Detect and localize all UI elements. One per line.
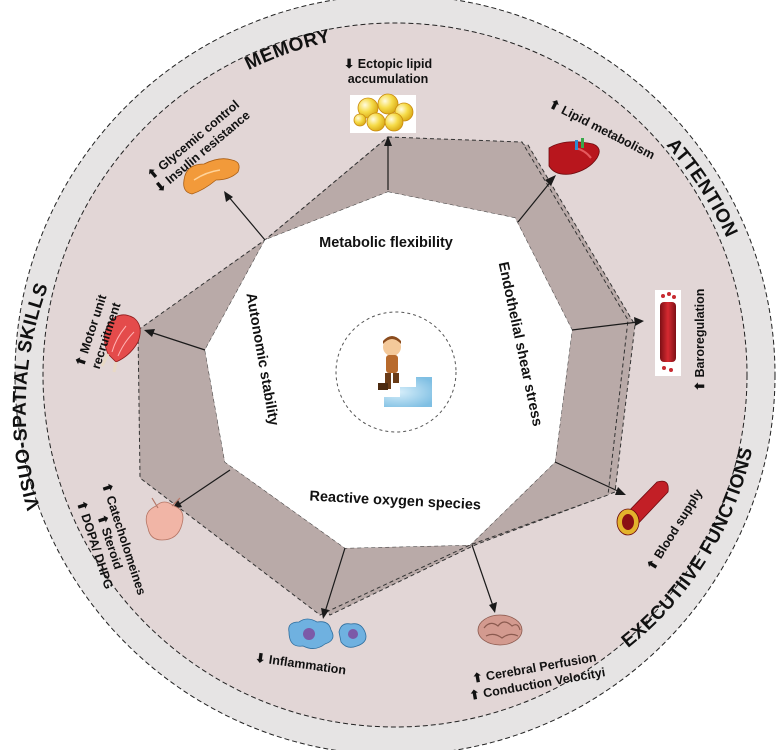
arrow-blood [554,461,621,493]
brain-icon [477,614,523,646]
effect-lipid-acc-1: ⬇ Ectopic lipid [344,57,432,71]
liver-icon [548,138,600,175]
arrow-lipid-met [517,179,553,223]
person-climbing-stairs-icon [366,336,432,407]
immune-cells-icon [288,618,367,649]
arrow-baro [571,321,639,331]
effect-baro: ⬆ Baroregulation [693,289,707,392]
arrow-cereb [471,544,494,607]
fat-cells-icon [350,93,416,133]
mechanism-metabolic: Metabolic flexibility [319,235,453,251]
arrow-motor [149,331,206,351]
blood-vessel-icon [655,290,681,376]
arrow-glyc [227,195,266,241]
effect-lipid-acc-2: accumulation [348,72,429,86]
artery-cross-section-icon [616,480,669,536]
adrenal-gland-icon [145,497,184,541]
pancreas-icon [183,158,240,195]
muscle-icon [100,314,141,373]
arrow-inflam [324,547,346,613]
arrow-catec [177,469,231,506]
arrows [144,136,644,619]
